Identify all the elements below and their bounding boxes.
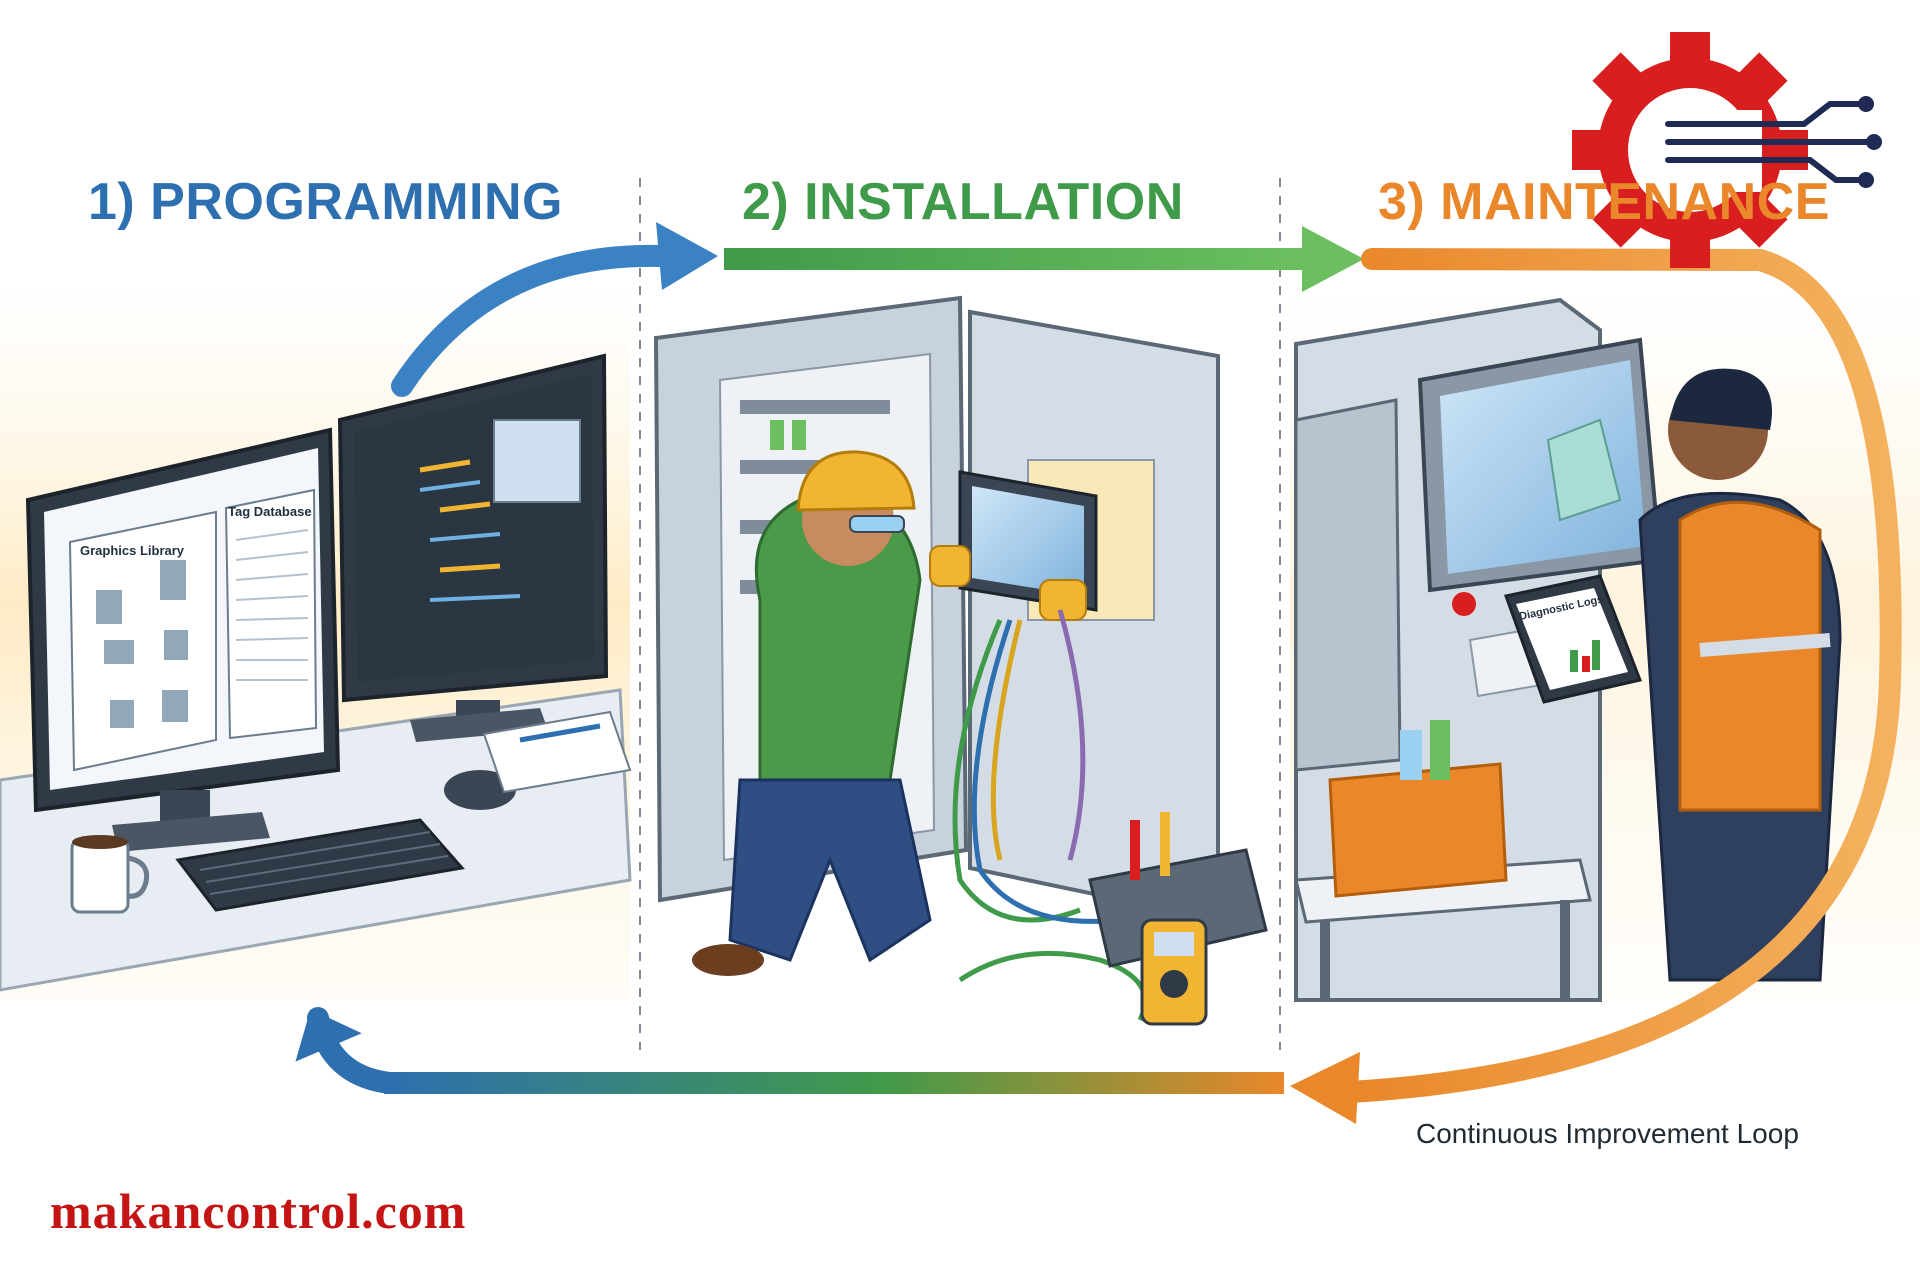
gear-circuit-logo-icon — [1572, 32, 1882, 268]
coffee-mug-icon — [70, 835, 150, 914]
installation-scene — [653, 295, 1268, 1026]
site-url[interactable]: makancontrol.com — [50, 1183, 467, 1239]
graphics-library-label: Graphics Library — [80, 543, 185, 558]
tablet-icon — [1504, 574, 1643, 704]
hmi-panel-icon — [958, 470, 1098, 612]
notepad-icon — [482, 710, 632, 794]
flow-arrows — [295, 222, 1902, 1124]
cloth-icon — [1546, 418, 1622, 522]
heading-installation: 2) INSTALLATION — [742, 173, 1184, 231]
code-monitor-icon — [337, 353, 609, 742]
service-cart-icon — [1294, 720, 1592, 1000]
arrow-maintenance-loop — [1339, 248, 1902, 1103]
arrow-feedback-to-programming — [384, 1072, 1284, 1094]
monitor-icon — [25, 427, 341, 852]
maintenance-scene: Diagnostic Logs — [1294, 297, 1842, 1002]
red-toolbox-icon — [1328, 762, 1508, 898]
heading-maintenance: 3) MAINTENANCE — [1378, 173, 1830, 231]
mouse-icon — [444, 770, 516, 810]
toolbox-icon — [1088, 812, 1268, 968]
heading-programming: 1) PROGRAMMING — [88, 173, 563, 231]
multimeter-icon — [1140, 918, 1208, 1026]
arrow-programming-to-installation — [391, 244, 671, 397]
arrow-installation-to-maintenance — [724, 248, 1304, 270]
technician-maintainer — [1546, 368, 1842, 982]
loop-caption: Continuous Improvement Loop — [1416, 1118, 1799, 1149]
keyboard-icon — [175, 818, 465, 912]
programming-scene: Graphics Library Tag Database — [0, 353, 632, 992]
tag-database-label: Tag Database — [228, 504, 312, 519]
technician-installer — [692, 450, 1087, 976]
hard-hat-icon — [796, 450, 916, 512]
